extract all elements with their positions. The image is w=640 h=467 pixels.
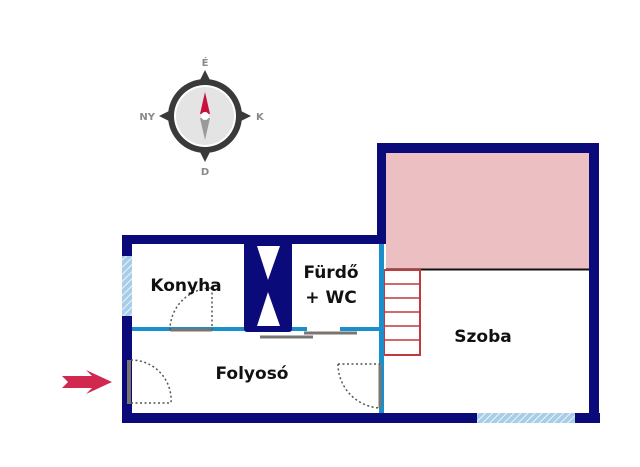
- room-label-room: Szoba: [454, 327, 511, 347]
- door-bathroom-sliding[interactable]: [260, 331, 357, 339]
- compass-center: [201, 112, 209, 120]
- compass-label-west: NY: [139, 112, 155, 123]
- entrance-arrow-icon: [62, 370, 112, 394]
- stairs-icon: [383, 269, 421, 356]
- compass-label-south: D: [201, 167, 209, 178]
- room-label-hallway: Folyosó: [216, 364, 289, 384]
- window-room: [477, 413, 575, 423]
- inner-wall-bath-hall-a: [290, 327, 307, 331]
- inner-wall-bath-hall-b: [340, 327, 382, 331]
- door-entrance[interactable]: [127, 359, 172, 404]
- door-room[interactable]: [337, 363, 382, 409]
- window-kitchen: [122, 256, 132, 316]
- door-kitchen[interactable]: [169, 287, 213, 332]
- outer-walls: [122, 143, 600, 423]
- compass-label-east: K: [256, 112, 265, 123]
- compass-needle-south: [200, 118, 210, 140]
- upper-floor-area: [386, 152, 590, 269]
- room-label-kitchen: Konyha: [150, 276, 221, 296]
- shaft-x-icon: [244, 240, 292, 332]
- room-label-bathroom-line1: Fürdő: [303, 263, 358, 283]
- inner-wall-hall-room: [379, 243, 384, 413]
- compass-icon: É D NY K: [139, 56, 265, 178]
- compass-needle-north: [200, 92, 210, 114]
- compass-label-north: É: [202, 56, 209, 69]
- room-label-bathroom-line2: + WC: [305, 288, 356, 308]
